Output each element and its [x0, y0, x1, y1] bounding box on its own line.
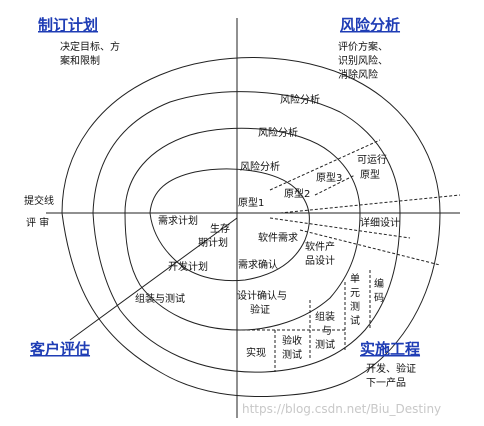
dash-right-2 [299, 229, 441, 266]
spiral-second [124, 127, 361, 331]
sw-req-label: 软件需求 [258, 231, 298, 244]
integ2-3: 测试 [315, 338, 335, 351]
risk-line-3: 消除风险 [338, 68, 378, 81]
unit-test-4: 试 [350, 314, 360, 327]
product-design-2: 品设计 [305, 254, 335, 267]
dash-right-3 [269, 217, 411, 239]
acceptance-1: 验收 [282, 334, 302, 347]
spiral-third [92, 91, 401, 373]
risk-analysis-2: 风险分析 [240, 160, 280, 173]
unit-test-2: 元 [350, 288, 360, 299]
risk-line-2: 识别风险、 [338, 54, 388, 67]
plan-line-2: 案和限制 [60, 54, 100, 67]
dash-proto-1 [269, 139, 381, 191]
prototype-3: 原型3 [316, 171, 342, 184]
coding-2: 码 [374, 292, 384, 304]
impl-line-1: 开发、验证 [366, 362, 416, 375]
risk-line-1: 评价方案、 [338, 40, 388, 53]
integ2-2: 与 [322, 325, 332, 337]
title-plan: 制订计划 [38, 16, 98, 34]
product-design-1: 软件产 [305, 240, 335, 253]
dash-proto-2 [314, 174, 356, 196]
title-risk: 风险分析 [340, 16, 400, 34]
unit-test-3: 测 [350, 300, 360, 313]
watermark: https://blog.csdn.net/Biu_Destiny [242, 402, 441, 416]
req-plan-label: 需求计划 [158, 214, 198, 227]
req-confirm-label: 需求确认 [238, 258, 278, 271]
risk-analysis-3: 风险分析 [258, 126, 298, 139]
risk-analysis-4: 风险分析 [280, 93, 320, 106]
prototype-2: 原型2 [284, 187, 310, 200]
spiral-inner [149, 168, 310, 282]
dash-right-1 [279, 194, 461, 214]
lifecycle-line-1: 生存 [210, 222, 230, 235]
integ2-1: 组装 [315, 310, 335, 323]
coding-1: 编 [374, 277, 384, 290]
plan-line-1: 决定目标、方 [60, 40, 120, 53]
dev-plan-label: 开发计划 [168, 260, 208, 273]
design-confirm-1: 设计确认与 [237, 289, 287, 302]
title-impl: 实施工程 [360, 340, 420, 358]
unit-test-1: 单 [350, 273, 360, 285]
implement-label: 实现 [246, 346, 266, 359]
runnable-line-1: 可运行 [357, 153, 387, 166]
runnable-line-2: 原型 [360, 168, 380, 181]
prototype-1: 原型1 [238, 196, 264, 209]
spiral-outer [61, 57, 441, 397]
commit-line-label: 提交线 [24, 194, 54, 207]
impl-line-2: 下一产品 [366, 376, 406, 389]
lifecycle-line-2: 期计划 [198, 236, 228, 249]
acceptance-2: 测试 [282, 348, 302, 361]
integ-test-label: 组装与测试 [135, 292, 185, 305]
review-label: 评 审 [26, 216, 49, 229]
design-confirm-2: 验证 [250, 303, 270, 316]
diagonal-lower-left [69, 217, 238, 341]
title-eval: 客户评估 [29, 340, 90, 358]
detailed-design-label: 详细设计 [360, 216, 400, 229]
